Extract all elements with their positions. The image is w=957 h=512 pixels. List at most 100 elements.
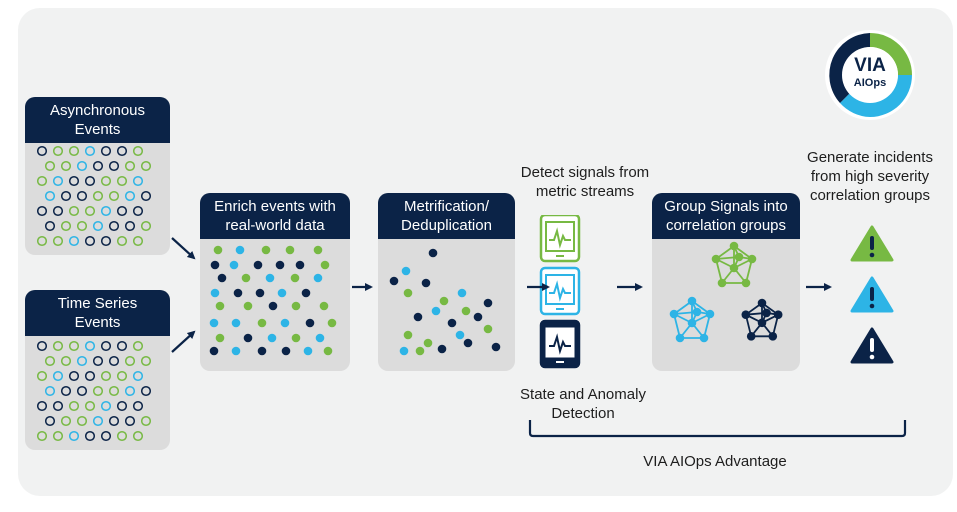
deduplicated-event-dots [389,248,501,356]
event-ring [116,340,128,352]
event-dot [401,266,411,276]
event-ring [108,220,120,232]
event-ring [68,235,80,247]
event-ring [76,385,88,397]
event-dot [291,301,301,311]
event-dot [305,318,315,328]
event-dot [483,324,493,334]
warning-icon [850,276,894,313]
event-dot [255,288,265,298]
event-ring [140,385,152,397]
event-ring [36,430,48,442]
event-ring [84,340,96,352]
event-dot [327,318,337,328]
async-events-header: Asynchronous Events [25,97,170,143]
event-ring [44,415,56,427]
warning-icon [850,225,894,262]
detect-label-line2: metric streams [535,183,635,200]
event-ring [132,400,144,412]
event-dot [243,301,253,311]
event-ring [124,355,136,367]
metrification-title-line1: Metrification/ [403,198,490,215]
network-graph-icon [741,298,783,341]
async-events-title-line1: Asynchronous [49,102,146,119]
event-dot [447,318,457,328]
event-ring [108,355,120,367]
event-dot [291,333,301,343]
correlation-groups-box: Group Signals into correlation groups [652,193,800,371]
async-events-box: Asynchronous Events [25,97,170,255]
tablet-monitor-icon [539,266,581,316]
event-ring [140,190,152,202]
event-ring [100,370,112,382]
event-ring [140,415,152,427]
event-ring [92,190,104,202]
event-ring [124,415,136,427]
event-dot [243,333,253,343]
event-ring [36,235,48,247]
event-ring [52,235,64,247]
event-ring [100,235,112,247]
event-ring [100,400,112,412]
event-ring [44,190,56,202]
event-dot [323,346,333,356]
event-ring [116,400,128,412]
timeseries-title-line1: Time Series [57,295,138,312]
event-ring [124,220,136,232]
event-dot [301,288,311,298]
event-ring [52,430,64,442]
warning-icon [850,327,894,364]
event-ring [92,220,104,232]
event-dot [415,346,425,356]
event-dot [277,288,287,298]
event-ring [132,235,144,247]
event-dot [217,273,227,283]
event-ring [44,160,56,172]
event-ring [76,220,88,232]
event-dot [461,306,471,316]
event-dot [275,260,285,270]
group-header: Group Signals into correlation groups [652,193,800,239]
event-ring [36,400,48,412]
event-dot [320,260,330,270]
event-ring [84,370,96,382]
event-ring [60,385,72,397]
detect-label-line1: Detect signals from [520,164,650,181]
event-dot [295,260,305,270]
metric-monitors [539,215,581,369]
event-ring [100,430,112,442]
event-dot [257,318,267,328]
event-ring [124,160,136,172]
event-ring [132,175,144,187]
event-ring [92,415,104,427]
event-dot [265,273,275,283]
enriched-event-dots [209,245,337,356]
event-ring [132,370,144,382]
event-ring [124,385,136,397]
event-dot [303,346,313,356]
event-ring [60,355,72,367]
event-dot [313,273,323,283]
event-dot [313,245,323,255]
event-dot [209,346,219,356]
event-dot [403,288,413,298]
event-ring [132,340,144,352]
event-dot [231,318,241,328]
event-dot [210,260,220,270]
event-ring [124,190,136,202]
event-ring [52,340,64,352]
event-dot [229,260,239,270]
event-dot [421,278,431,288]
event-dot [457,288,467,298]
incidents-label-line1: Generate incidents [807,149,933,166]
incident-alerts [850,225,894,364]
event-ring [92,355,104,367]
event-ring [68,430,80,442]
event-ring [36,175,48,187]
event-dot [210,288,220,298]
event-dot [281,346,291,356]
event-ring [140,220,152,232]
event-ring [84,430,96,442]
timeseries-event-rings [36,340,152,442]
arrow-async-to-enrich [171,237,196,260]
